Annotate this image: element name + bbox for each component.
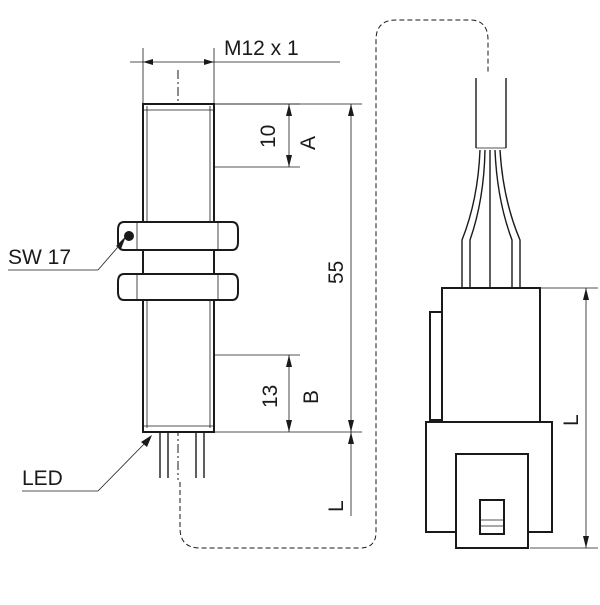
connector-housing — [441, 287, 541, 423]
dim-b-letter: B — [300, 390, 323, 404]
length-l-right: L — [560, 414, 583, 426]
total-length-value: 55 — [325, 261, 348, 284]
led-callout: LED — [22, 435, 152, 492]
dimension-total-length: 55 — [214, 103, 362, 433]
wrench-size-callout: SW 17 — [8, 236, 126, 271]
led-indicator-dot — [124, 231, 134, 241]
connector-latch — [479, 499, 505, 535]
hex-nut-upper — [117, 221, 239, 251]
dim-a-value: 10 — [257, 125, 280, 148]
dimension-b: 13 B — [214, 354, 323, 432]
length-l-left: L — [325, 500, 348, 512]
dimension-a: 10 A — [214, 103, 320, 168]
lower-body — [142, 299, 215, 433]
dim-b-value: 13 — [259, 385, 282, 408]
wrench-size-label: SW 17 — [8, 246, 71, 269]
thread-arrow-right — [204, 59, 214, 65]
sensor-body-side-view: M12 x 1 — [117, 37, 340, 480]
dim-a-letter: A — [297, 136, 320, 150]
upper-body — [142, 103, 215, 223]
cable-break-outline — [179, 19, 489, 549]
dimension-l-right: L — [530, 287, 598, 549]
thread-label: M12 x 1 — [224, 37, 299, 60]
dimension-l-left: L — [325, 432, 354, 516]
led-label: LED — [22, 467, 63, 490]
thread-arrow-left — [143, 59, 153, 65]
hex-nut-lower — [117, 273, 239, 301]
connector-side-view — [425, 78, 553, 549]
connector-flange — [429, 311, 443, 421]
